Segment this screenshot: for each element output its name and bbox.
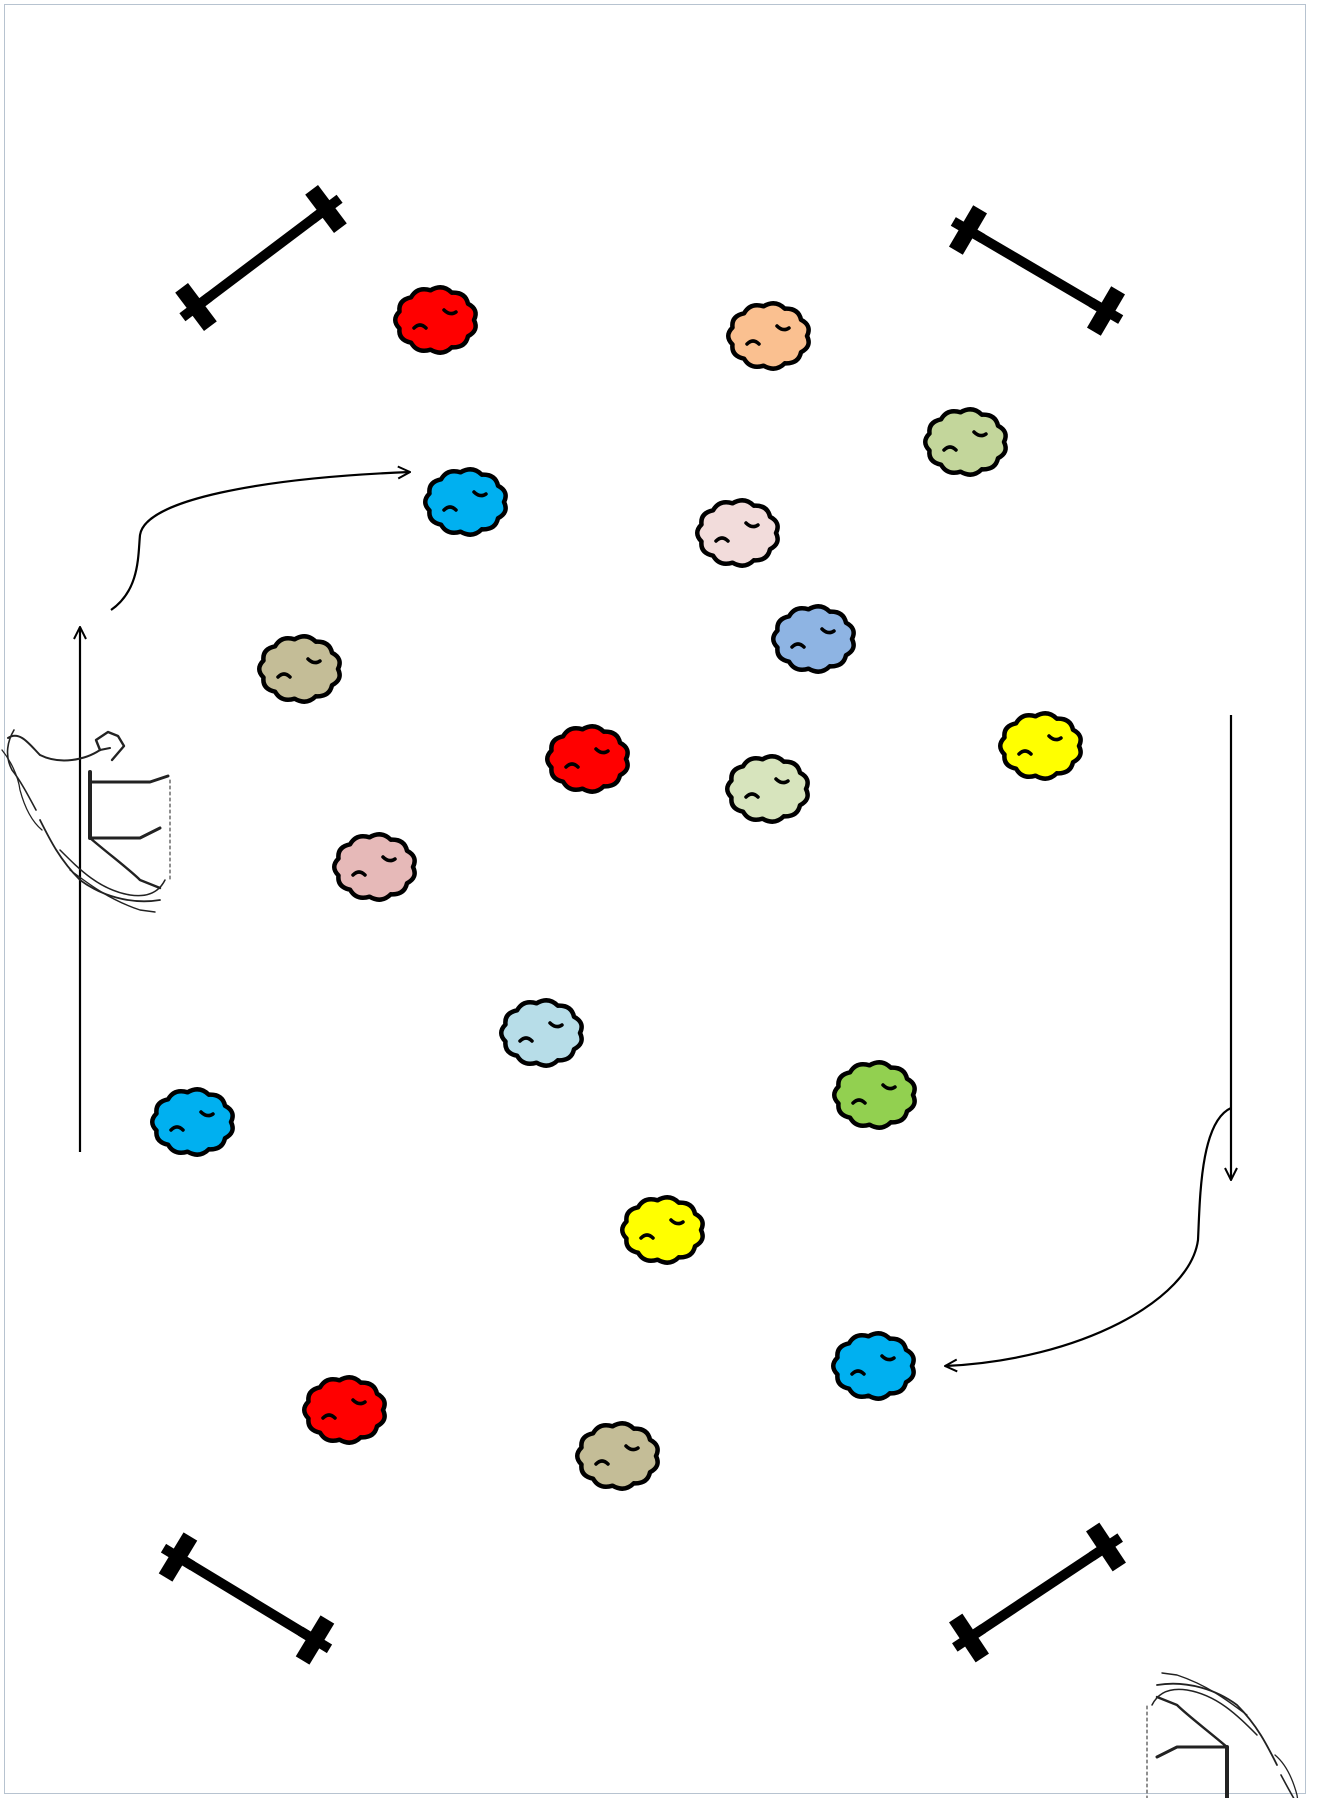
ground-pole [948, 205, 1126, 336]
horse-icon [1, 729, 171, 913]
cloud-marker [545, 724, 630, 794]
cloud-marker [257, 634, 342, 704]
cloud-marker [499, 998, 584, 1068]
cloud-marker [695, 498, 780, 568]
cloud-marker [393, 285, 478, 355]
ground-pole [949, 1522, 1126, 1663]
cloud-marker [923, 407, 1008, 477]
cloud-marker [620, 1195, 705, 1265]
cloud-marker [998, 711, 1083, 781]
cloud-marker [302, 1375, 387, 1445]
curved-arrow-left [110, 472, 410, 611]
curved-arrow-right [945, 1106, 1232, 1366]
ground-pole [158, 1532, 335, 1665]
cloud-marker [832, 1060, 917, 1130]
cloud-marker [771, 604, 856, 674]
cloud-marker [725, 754, 810, 824]
cloud-marker [831, 1331, 916, 1401]
cloud-marker [332, 832, 417, 902]
cloud-marker [726, 301, 811, 371]
horse-icon [1146, 1672, 1299, 1798]
cloud-marker [575, 1421, 660, 1491]
ground-pole [175, 185, 347, 332]
cloud-marker [423, 467, 508, 537]
cloud-marker [150, 1087, 235, 1157]
